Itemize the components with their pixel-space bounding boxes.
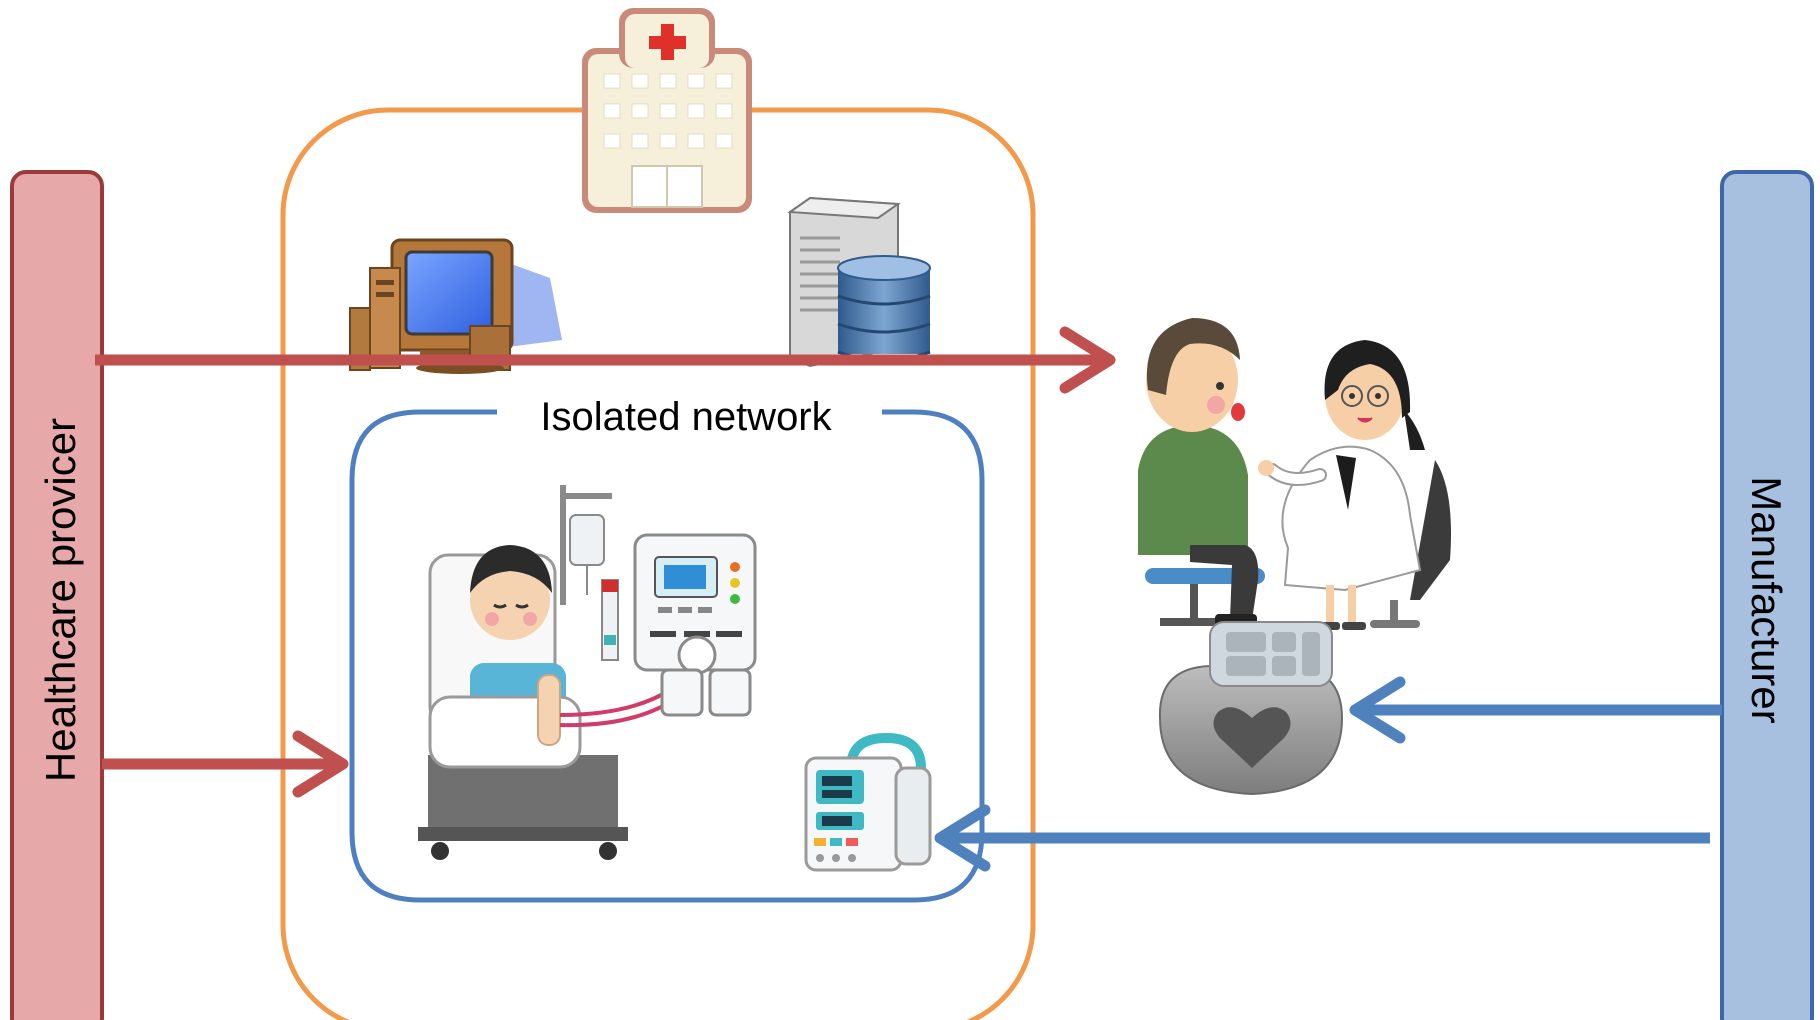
server-database-icon	[787, 196, 931, 368]
isolated-network-boundary	[349, 409, 985, 903]
blue-arrow-top	[1349, 676, 1722, 744]
implantable-pacemaker-icon	[1158, 621, 1344, 796]
red-arrow-bottom	[102, 730, 349, 798]
manufacturer-label: Manufacturer	[1743, 476, 1790, 723]
dialysis-patient-icon	[418, 485, 757, 860]
red-arrow-top	[95, 326, 1116, 394]
isolated-network-label: Isolated network	[540, 395, 832, 439]
hospital-icon	[582, 8, 752, 213]
healthcare-provider-bar: Healthcare provicer	[10, 170, 104, 1020]
manufacturer-bar: Manufacturer	[1720, 170, 1814, 1020]
desktop-computer-icon	[349, 238, 562, 374]
healthcare-provider-label: Healthcare provicer	[37, 418, 84, 782]
doctor-patient-consultation-icon	[1138, 318, 1451, 630]
infusion-pump-icon	[804, 732, 932, 872]
blue-arrow-bottom	[934, 804, 1710, 872]
